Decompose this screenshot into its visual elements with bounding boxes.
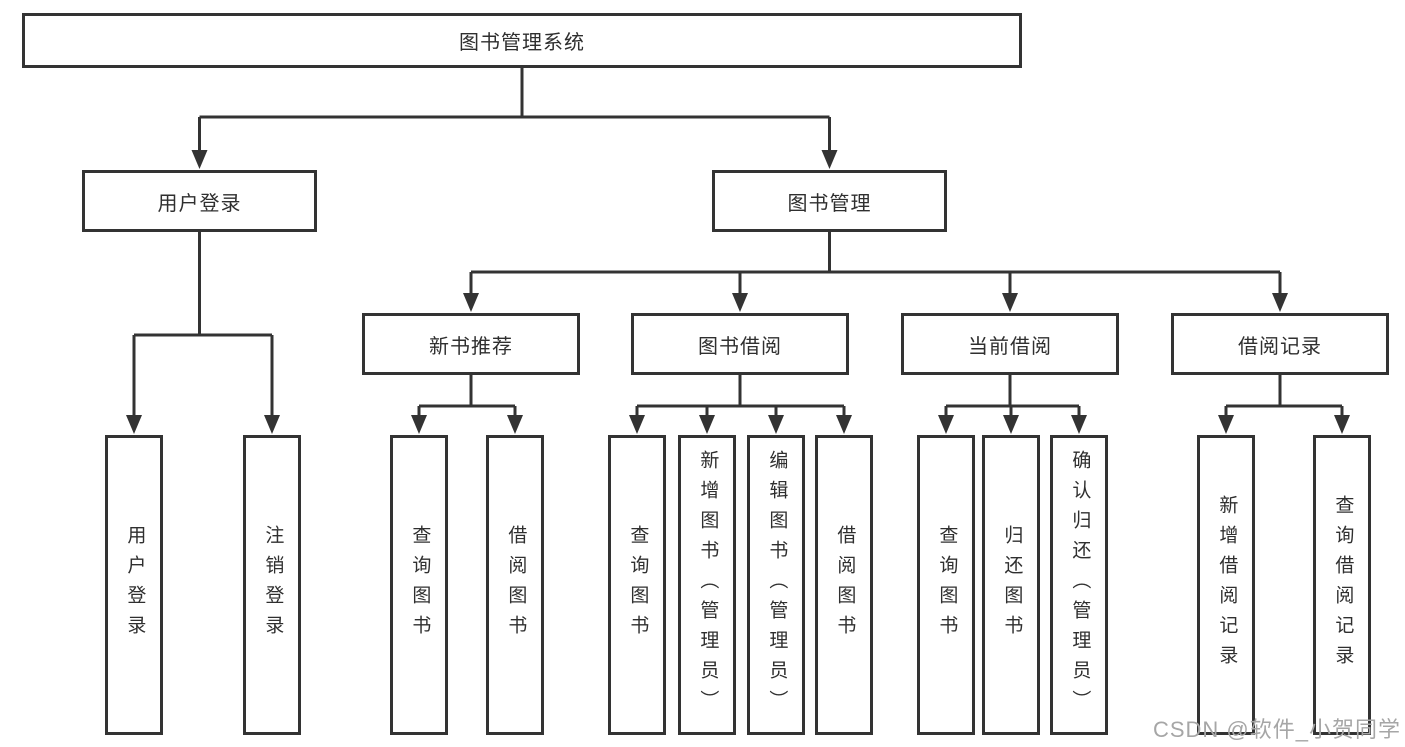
node-label: 查询图书: [936, 525, 958, 645]
node-label: 用户登录: [124, 525, 146, 645]
node-borrowing-records: 借阅记录: [1171, 313, 1389, 375]
arrow-icon: [1071, 415, 1087, 434]
arrow-icon: [411, 415, 427, 434]
connector-user-login: [132, 232, 274, 420]
node-return-books: 归还图书: [982, 435, 1040, 735]
arrow-icon: [732, 293, 748, 312]
node-label: 归还图书: [1001, 525, 1023, 645]
arrow-icon: [126, 415, 142, 434]
arrow-icon: [463, 293, 479, 312]
node-label: 查询借阅记录: [1332, 495, 1354, 675]
connector-current: [944, 375, 1081, 420]
node-query-borrow-record: 查询借阅记录: [1313, 435, 1371, 735]
connector-borrowing: [635, 375, 846, 420]
arrow-icon: [821, 150, 838, 169]
node-user-login-leaf: 用户登录: [105, 435, 163, 735]
node-new-book-recommendation: 新书推荐: [362, 313, 580, 375]
connector-book-management: [469, 232, 1282, 298]
node-label: 借阅图书: [834, 525, 856, 645]
node-label: 新增借阅记录: [1216, 495, 1238, 675]
node-user-login: 用户登录: [82, 170, 317, 232]
node-query-books-2: 查询图书: [608, 435, 666, 735]
arrow-icon: [191, 150, 208, 169]
arrow-icon: [1218, 415, 1234, 434]
arrow-icon: [1334, 415, 1350, 434]
node-label: 查询图书: [627, 525, 649, 645]
arrow-icon: [1272, 293, 1288, 312]
arrow-icon: [629, 415, 645, 434]
node-borrow-books-2: 借阅图书: [815, 435, 873, 735]
arrowheads: [126, 150, 1350, 434]
arrow-icon: [1002, 293, 1018, 312]
arrow-icon: [768, 415, 784, 434]
node-label: 新增图书（管理员）: [697, 450, 719, 720]
node-label: 编辑图书（管理员）: [766, 450, 788, 720]
node-add-borrow-record: 新增借阅记录: [1197, 435, 1255, 735]
node-add-books-admin: 新增图书（管理员）: [678, 435, 736, 735]
node-confirm-return-admin: 确认归还（管理员）: [1050, 435, 1108, 735]
node-label: 确认归还（管理员）: [1069, 450, 1091, 720]
node-label: 注销登录: [262, 525, 284, 645]
node-borrow-books-1: 借阅图书: [486, 435, 544, 735]
node-library-management-system: 图书管理系统: [22, 13, 1022, 68]
node-current-borrowing: 当前借阅: [901, 313, 1119, 375]
node-logout: 注销登录: [243, 435, 301, 735]
node-label: 查询图书: [409, 525, 431, 645]
connector-root: [198, 68, 831, 155]
node-query-books-1: 查询图书: [390, 435, 448, 735]
arrow-icon: [264, 415, 280, 434]
node-label: 借阅图书: [505, 525, 527, 645]
arrow-icon: [1003, 415, 1019, 434]
arrow-icon: [938, 415, 954, 434]
node-query-books-3: 查询图书: [917, 435, 975, 735]
node-book-management: 图书管理: [712, 170, 947, 232]
node-book-borrowing: 图书借阅: [631, 313, 849, 375]
connector-new-book: [417, 375, 517, 420]
node-edit-books-admin: 编辑图书（管理员）: [747, 435, 805, 735]
arrow-icon: [699, 415, 715, 434]
connector-records: [1224, 375, 1344, 420]
watermark-text: CSDN @软件_小贺同学: [1152, 717, 1401, 742]
arrow-icon: [836, 415, 852, 434]
arrow-icon: [507, 415, 523, 434]
